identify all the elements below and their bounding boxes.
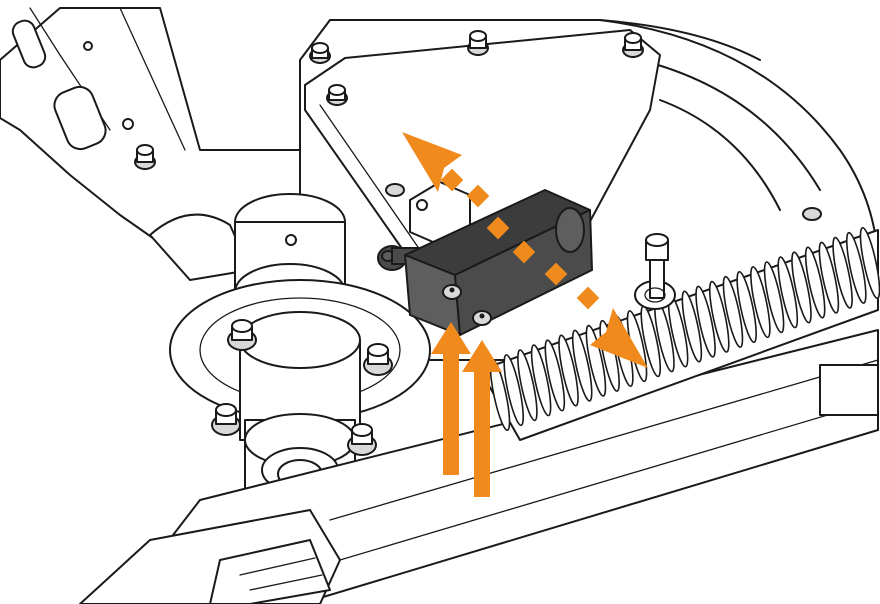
switch-screw-1 (442, 284, 462, 300)
spindle-thread (818, 241, 840, 314)
flange-bolt (227, 319, 257, 351)
arrow-shaft (474, 368, 490, 497)
spindle-thread (750, 266, 771, 339)
flange-bolt (347, 423, 377, 456)
plate-screws (134, 30, 822, 221)
spindle-thread (736, 270, 757, 344)
spindle-thread (722, 275, 744, 348)
lower-frame (79, 329, 879, 604)
spindle-thread (571, 329, 593, 402)
arrow-shaft (443, 350, 459, 475)
flange-bolt (211, 403, 241, 436)
spindle-thread (585, 324, 607, 397)
arrow-dash (576, 286, 600, 310)
arrow-head-up-left (402, 132, 462, 192)
arrow-head (462, 340, 502, 372)
arrow-dash (544, 262, 568, 286)
spindle-thread (763, 261, 785, 334)
arrow-head-down-right (590, 308, 648, 368)
left-bracket-arm (0, 7, 356, 251)
switch-screw-2 (472, 310, 492, 326)
arrow-head (431, 322, 471, 354)
spindle-thread (503, 354, 525, 427)
screw-4 (622, 32, 644, 58)
spindle-thread (791, 251, 812, 324)
spindle-thread (777, 256, 799, 329)
screw-5 (134, 144, 156, 170)
threaded-spindle (479, 226, 880, 441)
spindle-thread (859, 226, 880, 300)
screw-3 (467, 30, 489, 56)
screw-6 (802, 207, 822, 221)
spindle-thread (681, 290, 703, 363)
spindle-thread (708, 280, 730, 353)
spindle-thread (832, 236, 853, 309)
spindle-thread (517, 349, 538, 422)
spindle-end-bolt (634, 233, 676, 310)
flange-bolt (363, 343, 393, 376)
spindle-thread (544, 339, 566, 412)
spindle-thread (530, 344, 552, 417)
screw-7 (385, 183, 405, 197)
spindle-thread (558, 334, 579, 407)
upward-arrow-icon (431, 322, 471, 475)
spindle-thread (804, 246, 826, 319)
upward-arrow-icon (462, 340, 502, 497)
screw-1 (309, 42, 331, 64)
spindle-thread (845, 231, 867, 304)
screw-2 (326, 84, 348, 106)
spindle-thread (695, 285, 716, 358)
